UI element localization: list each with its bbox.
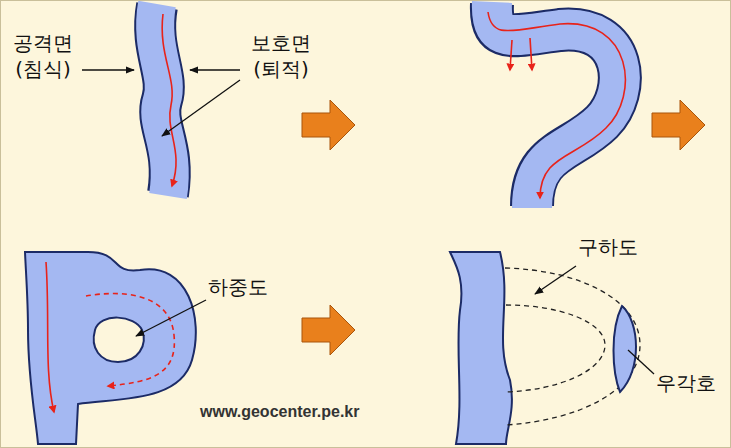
callout-label: 구하도 xyxy=(578,234,638,260)
block-arrow xyxy=(302,100,355,150)
river-island xyxy=(94,318,144,362)
leader-lines xyxy=(82,70,654,374)
river-stage-3 xyxy=(25,252,196,444)
leader-line xyxy=(190,69,240,70)
river-stage-4 xyxy=(450,252,640,444)
callout-label: 하중도 xyxy=(208,274,268,300)
old-channel-outline xyxy=(506,305,605,392)
river-channel xyxy=(450,252,512,444)
block-arrow xyxy=(652,100,705,150)
river-stage-2 xyxy=(488,2,625,208)
block-arrow xyxy=(302,305,355,355)
erosion-arrow xyxy=(530,38,532,70)
river-stage-1 xyxy=(155,4,176,196)
erosion-arrow xyxy=(510,40,512,70)
leader-line xyxy=(82,69,134,70)
flow-line xyxy=(162,14,176,186)
flow-line xyxy=(488,12,625,198)
leader-line xyxy=(628,350,654,374)
flow-line-dashed xyxy=(86,294,174,386)
river-channel xyxy=(25,252,196,444)
callout-label: 우각호 xyxy=(656,370,716,396)
stage-arrows xyxy=(302,100,705,355)
oxbow-lake xyxy=(614,306,637,392)
callout-label: 보호면 (퇴적) xyxy=(244,30,318,82)
leader-line xyxy=(535,266,576,294)
callout-label: 공격면 (침식) xyxy=(6,30,80,82)
leader-line xyxy=(136,300,206,336)
leader-line xyxy=(162,80,240,136)
watermark: www.geocenter.pe.kr xyxy=(200,402,359,423)
old-channel-outline xyxy=(505,268,640,425)
flow-line xyxy=(46,262,54,412)
